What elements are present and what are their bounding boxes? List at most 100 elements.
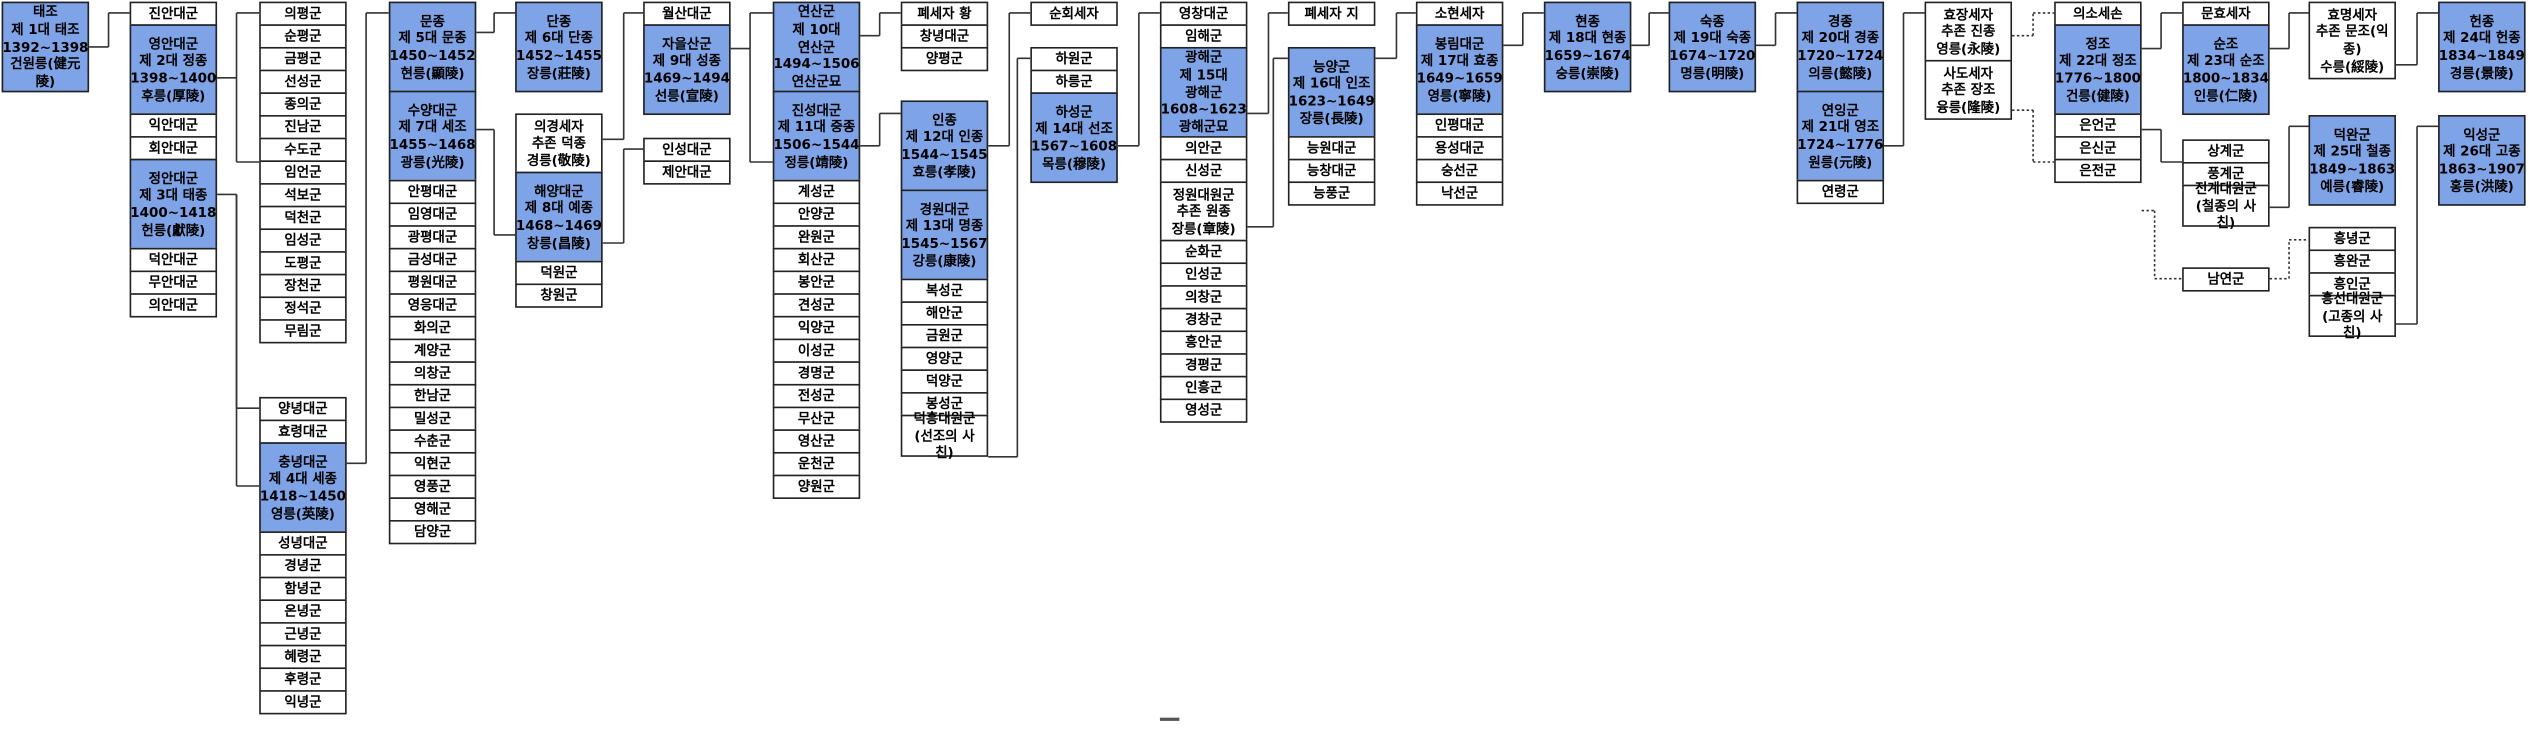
- person-box: 소현세자: [1415, 1, 1504, 26]
- person-box: 안평대군: [388, 179, 477, 205]
- person-box: 장천군: [259, 273, 347, 299]
- person-box: 낙선군: [1415, 181, 1504, 206]
- person-box: 금성대군: [388, 247, 477, 273]
- person-box: 용성대군: [1415, 136, 1504, 161]
- person-box: 정석군: [259, 296, 347, 321]
- column-yeongjo-sons: 효장세자 추존 진종 영릉(永陵)사도세자 추존 장조 융릉(隆陵): [1924, 1, 2013, 120]
- person-box: 상계군: [2182, 139, 2270, 164]
- person-box: 의창군: [1159, 285, 1248, 310]
- person-box: 해안군: [900, 301, 989, 326]
- person-box: 은신군: [2054, 136, 2142, 161]
- person-box: 봉안군: [772, 270, 861, 295]
- king-box: 태조 제 1대 태조 1392~1398 건원릉(健元陵): [1, 1, 90, 93]
- person-box: 성녕대군: [259, 531, 347, 556]
- person-box: 효령대군: [259, 419, 347, 444]
- person-box: 전성군: [772, 383, 861, 409]
- person-box: 완원군: [772, 225, 861, 250]
- king-box: 진성대군 제 11대 중종 1506~1544 정릉(靖陵): [772, 90, 861, 182]
- person-box: 평원대군: [388, 270, 477, 295]
- column-eunsin-son: 남연군: [2182, 267, 2270, 292]
- person-box: 인성군: [1159, 262, 1248, 287]
- king-box: 영안대군 제 2대 정종 1398~1400 후릉(厚陵): [129, 24, 218, 116]
- person-box: 선성군: [259, 69, 347, 94]
- person-box: 남연군: [2182, 267, 2270, 292]
- person-box: 의안군: [1159, 136, 1248, 161]
- person-box: 의소세손: [2054, 1, 2142, 26]
- person-box: 근녕군: [259, 622, 347, 647]
- person-box: 담양군: [388, 520, 477, 545]
- king-box: 인종 제 12대 인종 1544~1545 효릉(孝陵): [900, 100, 989, 192]
- person-box: 익녕군: [259, 690, 347, 715]
- king-box: 하성군 제 14대 선조 1567~1608 목릉(穆陵): [1030, 92, 1118, 184]
- person-box: 인성대군: [643, 137, 731, 162]
- king-box: 수양대군 제 7대 세조 1455~1468 광릉(光陵): [388, 90, 477, 182]
- king-box: 경종 제 20대 경종 1720~1724 의릉(懿陵): [1796, 1, 1885, 93]
- king-box: 익성군 제 26대 고종 1863~1907 홍릉(洪陵): [2438, 115, 2526, 206]
- person-box: 능원대군: [1287, 136, 1376, 161]
- person-box: 하릉군: [1030, 69, 1118, 94]
- person-box: 영창대군: [1159, 1, 1248, 26]
- person-box: 영양군: [900, 346, 989, 371]
- king-box: 봉림대군 제 17대 효종 1649~1659 영릉(寧陵): [1415, 24, 1504, 116]
- person-box: 제안대군: [643, 160, 731, 185]
- person-box: 익현군: [388, 451, 477, 477]
- king-box: 문종 제 5대 문종 1450~1452 현릉(顯陵): [388, 1, 477, 93]
- person-box: 도평군: [259, 251, 347, 276]
- column-sejong-sons: 문종 제 5대 문종 1450~1452 현릉(顯陵)수양대군 제 7대 세조 …: [388, 1, 477, 545]
- person-box: 인흥군: [1159, 375, 1248, 401]
- person-box: 전계대원군 (철종의 사친): [2182, 180, 2270, 231]
- person-box: 광평대군: [388, 225, 477, 250]
- king-box: 정안대군 제 3대 태종 1400~1418 헌릉(獻陵): [129, 158, 218, 250]
- person-box: 복성군: [900, 278, 989, 303]
- person-box: 신성군: [1159, 158, 1248, 184]
- person-box: 화의군: [388, 315, 477, 341]
- column-jungjong-sons: 인종 제 12대 인종 1544~1545 효릉(孝陵)경원대군 제 13대 명…: [900, 100, 989, 461]
- person-box: 경명군: [772, 361, 861, 386]
- column-hyeonjong-son: 숙종 제 19대 숙종 1674~1720 명릉(明陵): [1668, 1, 1757, 93]
- person-box: 흥선대원군 (고종의 사친): [2308, 290, 2396, 341]
- king-box: 해양대군 제 8대 예종 1468~1469 창릉(昌陵): [515, 171, 603, 263]
- person-box: 하원군: [1030, 46, 1118, 72]
- king-box: 숙종 제 19대 숙종 1674~1720 명릉(明陵): [1668, 1, 1757, 93]
- king-box: 덕완군 제 25대 철종 1849~1863 예릉(睿陵): [2308, 115, 2396, 206]
- person-box: 익안대군: [129, 113, 218, 138]
- person-box: 은언군: [2054, 113, 2142, 138]
- person-box: 견성군: [772, 293, 861, 318]
- person-box: 회안대군: [129, 136, 218, 161]
- person-box: 경평군: [1159, 353, 1248, 378]
- person-box: 순회세자: [1030, 1, 1118, 26]
- person-box: 폐세자 지: [1287, 1, 1376, 26]
- person-box: 임영대군: [388, 202, 477, 227]
- person-box: 종의군: [259, 92, 347, 117]
- person-box: 계양군: [388, 338, 477, 363]
- person-box: 은전군: [2054, 158, 2142, 184]
- person-box: 순화군: [1159, 239, 1248, 265]
- person-box: 계성군: [772, 179, 861, 205]
- column-hyojong-son: 현종 제 18대 현종 1659~1674 숭릉(崇陵): [1543, 1, 1632, 93]
- person-box: 연령군: [1796, 179, 1885, 205]
- king-box: 자을산군 제 9대 성종 1469~1494 선릉(宣陵): [643, 24, 731, 116]
- person-box: 무산군: [772, 406, 861, 431]
- column-gwanghae-son: 폐세자 지: [1287, 1, 1376, 26]
- person-box: 문효세자: [2182, 1, 2270, 26]
- person-box: 영응대군: [388, 293, 477, 318]
- person-box: 영성군: [1159, 398, 1248, 423]
- person-box: 덕천군: [259, 205, 347, 231]
- person-box: 영풍군: [388, 474, 477, 499]
- person-box: 안양군: [772, 202, 861, 227]
- person-box: 숭선군: [1415, 158, 1504, 184]
- person-box: 흥안군: [1159, 330, 1248, 355]
- person-box: 의평군: [259, 1, 347, 26]
- person-box: 정원대원군 추존 원종 장릉(章陵): [1159, 181, 1248, 242]
